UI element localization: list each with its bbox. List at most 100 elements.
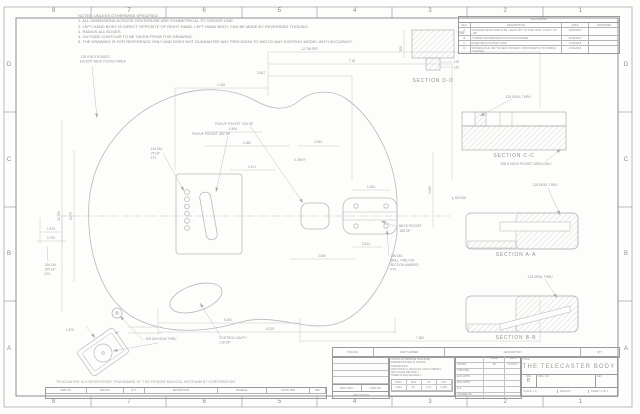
- dim-label: 1.875: [66, 328, 74, 332]
- approved-cell: [589, 36, 619, 40]
- date-header: DATE: [509, 357, 517, 360]
- signature-row: DRAWN JW 10/24/17: [456, 363, 521, 369]
- scale-value: SCALE: 1:2: [523, 389, 537, 393]
- tolerance-panel: UNLESS OTHERWISE SPECIFIED: DIMENSIONS A…: [388, 356, 455, 397]
- signature-header-row: NAME DATE: [456, 357, 521, 363]
- tol-cell: ANG: [406, 380, 422, 386]
- blank-cell: [484, 369, 505, 374]
- revisions-title: REVISIONS: [459, 17, 619, 23]
- strip-header: MATERIAL: [218, 388, 267, 393]
- leader-lines: [46, 65, 399, 352]
- drawing-title: THE TELECASTER BODY: [522, 364, 616, 370]
- notes-block: NOTES: UNLESS OTHERWISE SPECIFIED: 1. AL…: [78, 13, 353, 45]
- blank-cell: [484, 393, 505, 398]
- zone-label: A: [6, 345, 11, 352]
- parts-list-header: ITEM NO. PART NUMBER DESCRIPTION QTY.: [332, 347, 620, 358]
- notes-title: NOTES: UNLESS OTHERWISE SPECIFIED:: [78, 13, 159, 18]
- scale-row: SCALE: 1:2 WEIGHT: SHEET 1 OF 1: [521, 386, 617, 395]
- strip-header: DESCRIPTION: [145, 388, 218, 393]
- drill-callout: .125 DRILL THRU: [505, 95, 531, 99]
- strip-header: PART NO.: [46, 388, 87, 393]
- dimension-lines: [36, 51, 541, 343]
- tol-cell: ±1°: [406, 385, 422, 391]
- approved-cell: [589, 28, 619, 35]
- neck-radius-note: .625 R NECK POCKET AREA ONLY: [500, 162, 552, 166]
- dim-label: .187: [453, 66, 459, 70]
- dim-label: 1.875: [47, 227, 55, 231]
- date-cell: 1/24/2018: [562, 41, 590, 45]
- zone-label: 1: [578, 8, 583, 14]
- zone-label: 3: [428, 8, 432, 14]
- weight-label: WEIGHT:: [557, 389, 589, 393]
- tolerance-line: THREE PLACE DECIMAL ±: [390, 374, 422, 378]
- size-label: SIZE: [525, 374, 532, 378]
- tolerance-line: DIMENSIONS ARE IN INCHES: [390, 361, 426, 365]
- used-on-label: USED ON: [369, 386, 381, 390]
- application-blank-row: [333, 377, 389, 384]
- rev-cell: A: [459, 28, 471, 35]
- application-blank-row: [333, 357, 389, 364]
- date-col-header: DATE: [562, 23, 590, 27]
- neck-screw-hole: [353, 203, 359, 209]
- section-cc-label: SECTION C-C: [493, 153, 534, 159]
- zone-label: 2: [503, 8, 507, 14]
- bridge-pickup-rout: [199, 191, 218, 241]
- section-bb-label: SECTION B-B: [496, 335, 537, 341]
- neck-screw-hole: [383, 203, 389, 209]
- revision-row: C FIXED NECK POCKET DIMS 1/24/2018: [459, 41, 619, 46]
- edge-radius-callout: EXCEPT NECK POCKET AREA: [80, 60, 127, 64]
- zone-label: 7: [127, 8, 131, 14]
- dim-label: 45°: [115, 331, 121, 335]
- desc-cell: CHANGED BODY END CURL, NECK PKT TO THE C…: [471, 28, 563, 35]
- control-cavity-callout: 1.50 DP: [219, 341, 231, 345]
- part-number-header: PART NUMBER: [374, 348, 445, 357]
- tol-cell: FRAC: [391, 380, 407, 386]
- rev-col-header: REV.: [459, 23, 471, 27]
- drill-callout: .156 DIA: [390, 254, 403, 258]
- neck-screw-hole: [383, 223, 389, 229]
- tol-cell: .XX: [421, 380, 437, 386]
- section-bb: .125 DRILL THRU SECTION B-B: [465, 275, 579, 341]
- section-aa-label: SECTION A-A: [496, 252, 536, 258]
- dim-label: 0.490: [229, 127, 237, 131]
- mfg-appr-label: MFG APPR.: [456, 381, 484, 386]
- dwg-no-cell: DWG. NO.: [537, 374, 596, 387]
- qa-label: Q.A.: [456, 387, 484, 392]
- dim-label: 1.060: [243, 141, 251, 145]
- dim-label: 0.790: [47, 236, 55, 240]
- dim-label: .250: [458, 31, 464, 35]
- rev-cell: C: [459, 41, 471, 45]
- application-label: APPLICATION: [352, 393, 370, 397]
- desc-cell: FIXED NECK POCKET DIMS: [471, 41, 563, 45]
- signature-row: MFG APPR.: [456, 381, 521, 387]
- ferrule-callout: .75 DP: [150, 152, 160, 156]
- dim-label: 2.580: [318, 254, 326, 258]
- signature-row: Q.A.: [456, 387, 521, 393]
- neck-pocket-callout: .625 DP: [399, 229, 411, 233]
- blank-cell: [505, 387, 521, 392]
- signature-row: CHECKED: [456, 369, 521, 375]
- drill-callout: SECTION MARKED: [390, 263, 419, 267]
- zone-label: 2: [503, 399, 507, 405]
- strip-header-row: PART NO. ITEM NO. QTY. DESCRIPTION MATER…: [46, 388, 326, 394]
- dim-label: 2.847: [257, 71, 265, 75]
- dim-label: .875 DIA HOLE THRU: [145, 337, 177, 341]
- tolerance-line: FRACTIONAL ± ANGULAR: MACH ± BEND ±: [390, 367, 442, 371]
- revision-row: A CHANGED BODY END CURL, NECK PKT TO THE…: [459, 28, 619, 36]
- pilot-hole-callout: .164 DIA: [44, 263, 57, 267]
- ferrule-callout: 4 PL: [150, 156, 157, 160]
- ferrule-callout: .144 DIA: [150, 147, 163, 151]
- dim-label: .500: [399, 46, 403, 52]
- blank-cell: [484, 381, 505, 386]
- bottom-parts-strip: PART NO. ITEM NO. QTY. DESCRIPTION MATER…: [45, 387, 327, 399]
- tol-cell: ±1/32: [391, 385, 407, 391]
- truss-channel: [342, 211, 398, 221]
- signature-row: ENG APPR.: [456, 375, 521, 381]
- signature-panel: NAME DATE DRAWN JW 10/24/17 CHECKED ENG …: [455, 356, 522, 399]
